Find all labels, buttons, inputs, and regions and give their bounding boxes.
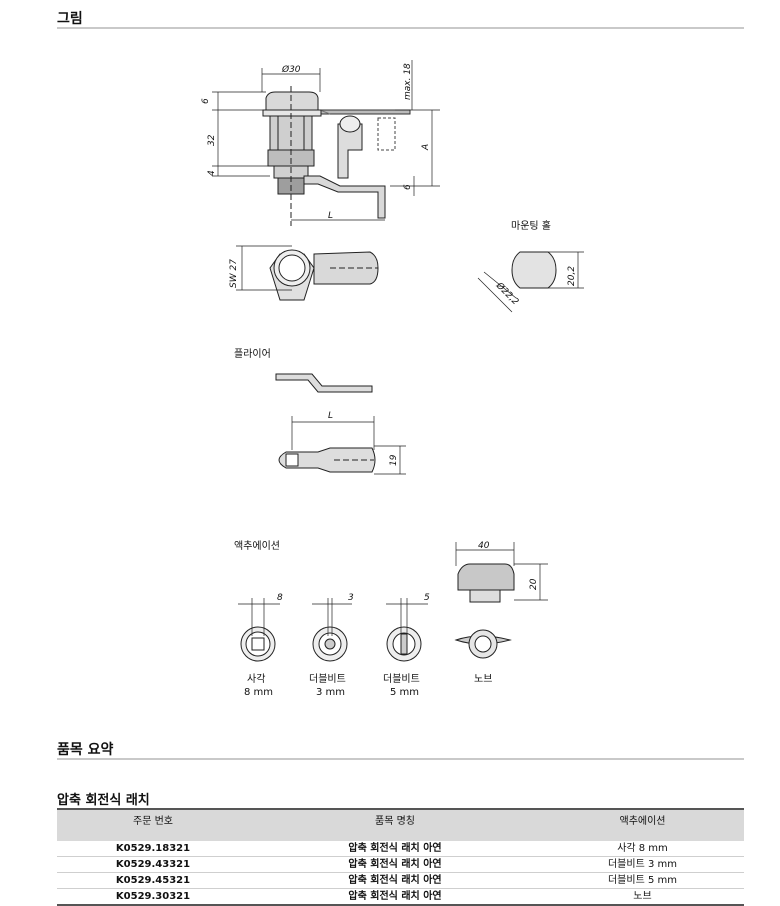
dim-6-right: 6: [403, 184, 413, 190]
mounting-hole-diagram: [477, 251, 584, 313]
label-flyer: 플라이어: [234, 348, 271, 360]
latch-top-view: [236, 245, 379, 301]
table-row: K0529.18321 압축 회전식 래치 아연 사각 8 mm: [57, 841, 744, 857]
header-item-name: 품목 명칭: [249, 808, 541, 841]
dim-d30: Ø30: [281, 64, 301, 75]
order-number: K0529.45321: [57, 872, 249, 889]
dim-sw27: SW 27: [229, 259, 239, 288]
dim-L-top: L: [328, 211, 333, 221]
dim-max18: max. 18: [403, 63, 413, 100]
double-bit-3-actuation: [312, 598, 352, 662]
dim-5: 5: [424, 593, 430, 603]
item-name: 압축 회전식 래치 아연: [249, 856, 541, 873]
label-square: 사각: [247, 673, 265, 685]
label-square-size: 8 mm: [244, 687, 273, 698]
parts-table: 주문 번호 품목 명칭 액추에이션 K0529.18321 압축 회전식 래치 …: [57, 808, 744, 906]
dim-A: A: [421, 144, 431, 151]
technical-drawing: Ø30 6 32 4 max. 18 A 6 L SW 27 마운팅 홀 20,…: [201, 60, 584, 698]
actuation-type: 더블비트 5 mm: [541, 872, 744, 889]
table-header-row: 주문 번호 품목 명칭 액추에이션: [57, 808, 744, 841]
table-title: 압축 회전식 래치: [57, 793, 150, 808]
dim-8: 8: [277, 593, 283, 603]
item-name: 압축 회전식 래치 아연: [249, 888, 541, 906]
label-double-bit-5-size: 5 mm: [390, 687, 419, 698]
knob-actuation: [454, 629, 512, 659]
dim-40: 40: [478, 541, 490, 551]
label-mounting-hole: 마운팅 홀: [511, 219, 551, 232]
dim-20-2: 20,2: [567, 266, 577, 286]
item-name: 압축 회전식 래치 아연: [249, 872, 541, 889]
dim-6-top: 6: [201, 98, 211, 104]
label-double-bit-3-size: 3 mm: [316, 687, 345, 698]
square-actuation: [238, 598, 280, 662]
actuation-type: 노브: [541, 888, 744, 906]
order-number: K0529.43321: [57, 856, 249, 873]
label-actuation: 액추에이션: [234, 540, 280, 552]
table-row: K0529.43321 압축 회전식 래치 아연 더블비트 3 mm: [57, 856, 744, 873]
actuation-type: 더블비트 3 mm: [541, 856, 744, 873]
table-row: K0529.30321 압축 회전식 래치 아연 노브: [57, 888, 744, 906]
table-row: K0529.45321 압축 회전식 래치 아연 더블비트 5 mm: [57, 872, 744, 889]
dim-3: 3: [348, 593, 354, 603]
header-order-number: 주문 번호: [57, 808, 249, 841]
dim-20: 20: [529, 578, 539, 590]
item-name: 압축 회전식 래치 아연: [249, 841, 541, 857]
order-number: K0529.30321: [57, 888, 249, 906]
label-double-bit-3: 더블비트: [309, 673, 346, 685]
flyer-diagram: [275, 373, 406, 475]
double-bit-5-actuation: [386, 598, 428, 662]
dim-4: 4: [207, 170, 217, 176]
order-number: K0529.18321: [57, 841, 249, 857]
label-knob: 노브: [474, 673, 492, 685]
latch-side-view: [212, 60, 440, 226]
header-actuation: 액추에이션: [541, 808, 744, 841]
section-title-summary: 품목 요약: [57, 742, 114, 758]
section-divider: [57, 27, 744, 29]
label-double-bit-5: 더블비트: [383, 673, 420, 685]
dim-19: 19: [389, 454, 399, 466]
actuation-type: 사각 8 mm: [541, 841, 744, 857]
section-divider: [57, 758, 744, 760]
knob-side-view: [455, 542, 548, 603]
dim-32: 32: [207, 134, 217, 146]
dim-L-flyer: L: [328, 411, 333, 421]
section-title-figure: 그림: [57, 11, 83, 27]
